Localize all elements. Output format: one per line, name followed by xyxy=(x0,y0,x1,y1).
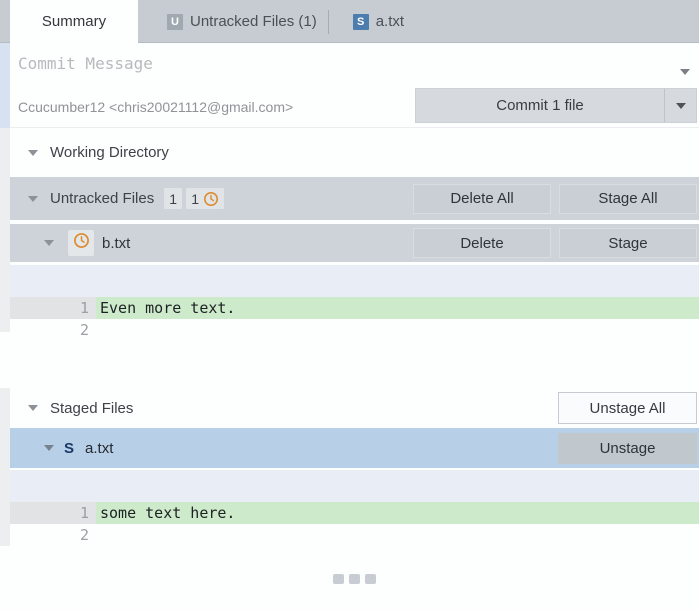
diff-view-b-txt: 1 Even more text. 2 xyxy=(10,262,699,388)
collapse-triangle-icon[interactable] xyxy=(28,405,38,411)
loader-dot xyxy=(333,574,344,584)
commit-button[interactable]: Commit 1 file xyxy=(415,88,697,123)
staged-status-letter: S xyxy=(64,439,75,457)
untracked-count-badge: 1 xyxy=(164,188,183,209)
collapse-triangle-icon[interactable] xyxy=(44,445,54,451)
unstage-all-button[interactable]: Unstage All xyxy=(558,392,697,424)
line-number: 1 xyxy=(10,502,96,524)
commit-button-label[interactable]: Commit 1 file xyxy=(496,97,584,114)
clock-icon xyxy=(73,232,90,254)
untracked-status-icon: U xyxy=(167,13,183,30)
left-strip-commit-segment xyxy=(0,43,10,128)
loading-dots-indicator xyxy=(10,574,699,584)
tab-untracked-files[interactable]: U Untracked Files (1) xyxy=(167,0,317,43)
chevron-down-icon xyxy=(675,102,686,109)
line-number: 2 xyxy=(79,321,89,339)
diff-line[interactable]: 2 xyxy=(10,319,699,341)
collapse-triangle-icon[interactable] xyxy=(28,149,38,156)
summary-panel: Commit Message Ccucumber12 <chris2002111… xyxy=(10,43,699,584)
line-content xyxy=(96,524,699,546)
commit-history-chevron-down-icon[interactable] xyxy=(680,69,690,75)
untracked-pending-badge: 1 xyxy=(186,188,224,209)
tab-a-txt-label: a.txt xyxy=(375,13,405,30)
hunk-header-band xyxy=(10,265,699,297)
line-number: 2 xyxy=(79,526,89,544)
collapse-triangle-icon[interactable] xyxy=(44,240,54,246)
diff-view-a-txt: 1 some text here. 2 xyxy=(10,468,699,546)
divider xyxy=(10,468,699,470)
loader-dot xyxy=(349,574,360,584)
tab-summary-label: Summary xyxy=(41,13,107,30)
loader-dot xyxy=(365,574,376,584)
diff-line-added[interactable]: 1 some text here. xyxy=(10,502,699,524)
commit-button-divider xyxy=(664,89,665,122)
unstage-button[interactable]: Unstage xyxy=(558,432,697,464)
tab-a-txt[interactable]: S a.txt xyxy=(352,0,405,43)
staged-files-header[interactable]: Staged Files Unstage All xyxy=(10,388,699,428)
left-gutter-strip xyxy=(0,0,10,610)
line-content xyxy=(96,319,699,341)
line-content: Even more text. xyxy=(96,297,699,319)
untracked-count-value: 1 xyxy=(169,190,178,207)
commit-area: Commit Message Ccucumber12 <chris2002111… xyxy=(10,43,699,128)
delete-all-button[interactable]: Delete All xyxy=(413,183,551,214)
file-name-a-txt: a.txt xyxy=(85,439,114,457)
collapse-triangle-icon[interactable] xyxy=(28,195,38,202)
b-txt-buttons: Delete Stage xyxy=(413,228,697,258)
untracked-header-buttons: Delete All Stage All xyxy=(413,183,697,214)
untracked-files-header[interactable]: Untracked Files 1 1 Delete All Stage All xyxy=(10,177,699,220)
tab-separator xyxy=(327,9,329,34)
working-directory-title: Working Directory xyxy=(50,144,169,161)
commit-options-button[interactable] xyxy=(665,89,696,122)
stage-button[interactable]: Stage xyxy=(559,228,697,258)
clock-icon xyxy=(203,191,219,207)
commit-message-input[interactable]: Commit Message xyxy=(18,54,153,73)
tab-summary[interactable]: Summary xyxy=(10,0,138,43)
hunk-header-band xyxy=(10,470,699,502)
staged-status-icon: S xyxy=(352,13,369,30)
file-row-a-txt[interactable]: S a.txt Unstage xyxy=(10,428,699,468)
file-name-b-txt: b.txt xyxy=(102,234,131,252)
working-directory-header[interactable]: Working Directory xyxy=(10,128,699,177)
divider xyxy=(10,262,699,265)
spacer xyxy=(10,341,699,388)
file-row-b-txt[interactable]: b.txt Delete Stage xyxy=(10,224,699,262)
line-number: 1 xyxy=(10,297,96,319)
line-content: some text here. xyxy=(96,502,699,524)
delete-button[interactable]: Delete xyxy=(413,228,551,258)
tab-untracked-files-label: Untracked Files (1) xyxy=(190,13,317,30)
tab-bar: Summary U Untracked Files (1) S a.txt xyxy=(0,0,699,43)
untracked-pending-value: 1 xyxy=(191,190,199,207)
staged-files-title: Staged Files xyxy=(50,399,134,417)
untracked-files-title: Untracked Files xyxy=(50,190,155,207)
untracked-clock-badge xyxy=(68,230,94,256)
left-strip-untracked-segment xyxy=(0,128,10,332)
diff-line[interactable]: 2 xyxy=(10,524,699,546)
stage-all-button[interactable]: Stage All xyxy=(559,183,697,214)
commit-author: Ccucumber12 <chris20021112@gmail.com> xyxy=(18,99,294,115)
diff-line-added[interactable]: 1 Even more text. xyxy=(10,297,699,319)
left-strip-staged-segment xyxy=(0,388,10,546)
